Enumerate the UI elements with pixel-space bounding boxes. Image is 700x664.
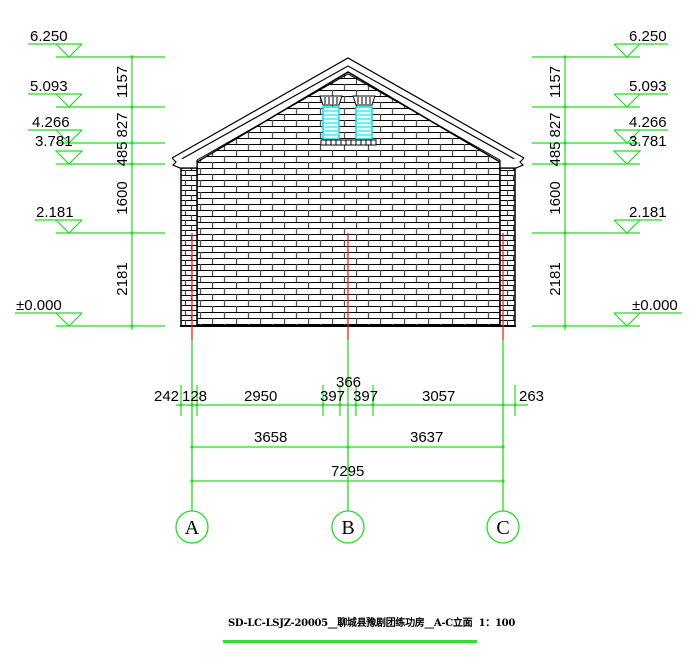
axis-label: C: [496, 517, 509, 539]
elevation-label: ±0.000: [16, 297, 62, 314]
left-elevation-labels: 6.250 5.093 4.266 3.781 2.181 ±0.000: [16, 28, 74, 314]
gable-window-right: [352, 95, 376, 140]
dim-label: 827: [547, 112, 564, 137]
dim-label: 242: [154, 388, 179, 405]
axis-bubble-c: [486, 510, 520, 544]
axis-label: B: [341, 517, 354, 539]
elevation-label: 6.250: [629, 28, 667, 45]
axis-bubbles: A B C: [175, 510, 520, 544]
elevation-label: 5.093: [629, 78, 667, 95]
dim-label: 128: [182, 388, 207, 405]
roof-inner-edge-2: [196, 73, 501, 161]
axis-bubble-b: [331, 510, 365, 544]
roof-inner-edge: [177, 65, 519, 162]
elevation-label: 4.266: [629, 114, 667, 131]
window-sill: [320, 139, 377, 146]
roof-outer-edge: [171, 57, 525, 159]
axis-label: A: [185, 517, 200, 539]
elevation-label: 2.181: [629, 204, 667, 221]
dim-label: 3658: [254, 429, 287, 446]
right-eave-corbel: [499, 157, 525, 169]
dim-label: 397: [320, 388, 345, 405]
elevation-label: 4.266: [32, 114, 70, 131]
dim-label: 2181: [114, 262, 131, 295]
left-vertical-dimensions: [15, 43, 165, 330]
elevation-label: 6.250: [30, 28, 68, 45]
right-vertical-dimensions: [532, 43, 682, 330]
dim-label: 3637: [410, 429, 443, 446]
dim-label: 827: [114, 112, 131, 137]
left-pier: [180, 167, 198, 327]
elevation-label: 3.781: [629, 133, 667, 150]
elevation-label: 2.181: [36, 204, 74, 221]
dim-label: 1157: [114, 66, 131, 98]
dim-label: 1600: [114, 181, 131, 214]
horizontal-dim-labels: 242 128 2950 397 366 397 3057 263 3658 3…: [154, 374, 544, 480]
elevation-label: 3.781: [35, 133, 73, 150]
title-underline: [223, 640, 477, 643]
right-vertical-dim-labels: 1157 827 485 1600 2181: [547, 66, 564, 296]
horizontal-dimensions: [176, 385, 528, 482]
axis-bubble-a: [175, 510, 209, 544]
dim-label: 1157: [547, 66, 564, 98]
elevation-label: ±0.000: [632, 297, 678, 314]
horizontal-dim-ticks: [179, 403, 517, 483]
gable-window-left: [319, 95, 343, 140]
right-vertical-dim-ticks: [563, 55, 567, 328]
dim-label: 485: [547, 141, 564, 166]
dim-label: 263: [519, 388, 544, 405]
left-vertical-dim-ticks: [130, 55, 134, 328]
drawing-scale: 1：100: [478, 618, 516, 629]
dim-label: 3057: [422, 388, 455, 405]
dim-label: 2950: [244, 388, 277, 405]
right-pier: [499, 167, 516, 327]
dim-label: 1600: [547, 181, 564, 214]
drawing-title-text: SD-LC-LSJZ-20005__聊城县豫剧团练功房__A-C立面: [228, 618, 473, 629]
elevation-label: 5.093: [30, 78, 68, 95]
left-vertical-dim-labels: 1157 827 485 1600 2181: [114, 66, 131, 296]
dim-label: 485: [114, 141, 131, 166]
dim-label: 2181: [547, 262, 564, 295]
dim-label: 366: [336, 374, 361, 391]
dim-label: 7295: [331, 463, 364, 480]
dim-label: 397: [353, 388, 378, 405]
left-eave-corbel: [171, 157, 198, 169]
right-elevation-labels: 6.250 5.093 4.266 3.781 2.181 ±0.000: [629, 28, 678, 314]
drawing-title: SD-LC-LSJZ-20005__聊城县豫剧团练功房__A-C立面 1：100: [228, 614, 515, 629]
